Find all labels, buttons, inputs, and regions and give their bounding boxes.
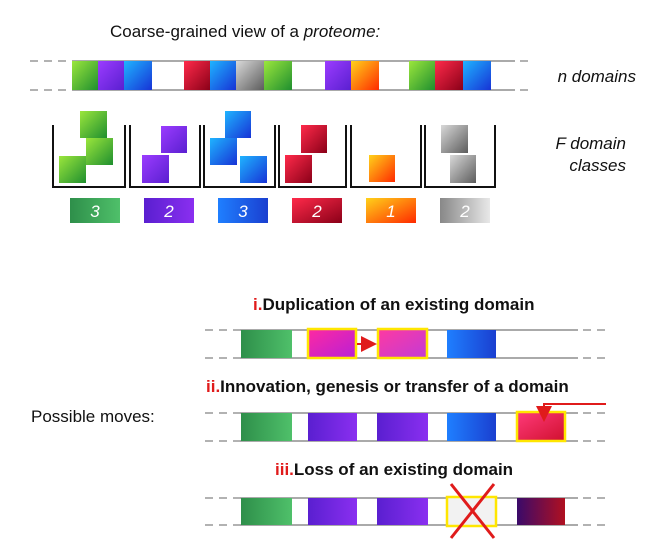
chain-domain-crimson — [184, 61, 210, 90]
chain-domain-orange — [351, 61, 379, 90]
inn-domain-violet — [308, 413, 357, 441]
domain-class-bins — [52, 125, 496, 188]
inn-domain-violet — [377, 413, 428, 441]
move-title-innovation: ii.Innovation, genesis or transfer of a … — [206, 377, 569, 397]
count-box-green — [70, 198, 120, 223]
chain-domain-blue — [124, 61, 152, 90]
dup-domain-copy — [376, 327, 429, 360]
title-prefix: Coarse-grained view of a — [110, 22, 304, 41]
bin-green — [52, 125, 126, 188]
bin-violet-domain — [142, 155, 169, 183]
bin-green-domain — [86, 138, 113, 165]
count-label-blue: 3 — [238, 202, 248, 221]
chain-domain-gray — [236, 61, 264, 90]
move-loss-chain — [205, 483, 605, 539]
inn-domain-blue — [447, 413, 496, 441]
title-italic: proteome: — [303, 22, 381, 41]
move-number: ii. — [206, 377, 221, 396]
bin-green-domain — [59, 156, 86, 183]
count-label-crimson: 2 — [311, 202, 322, 221]
count-box-blue — [218, 198, 268, 223]
bin-gray-domain — [450, 155, 476, 183]
chain-domain-blue — [210, 61, 236, 90]
count-box-violet — [144, 198, 194, 223]
loss-domain-violet — [377, 498, 428, 525]
bin-blue — [203, 125, 276, 188]
move-text: Duplication of an existing domain — [262, 295, 535, 314]
dup-domain-blue — [447, 330, 496, 358]
bin-orange-domain — [369, 155, 395, 182]
count-label-gray: 2 — [459, 202, 470, 221]
bin-violet-domain — [161, 126, 187, 153]
dup-domain-green — [241, 330, 292, 358]
possible-moves-label: Possible moves: — [31, 407, 155, 426]
page-title: Coarse-grained view of a proteome: — [110, 22, 380, 42]
move-duplication-chain — [205, 327, 605, 360]
move-title-duplication: i.Duplication of an existing domain — [253, 295, 534, 315]
chain-domain-green — [264, 61, 292, 90]
bin-violet — [129, 125, 201, 188]
f-domain-label-line1: F domain — [555, 134, 626, 153]
bin-crimson-domain — [285, 155, 312, 183]
n-domains-label: n domains — [557, 67, 636, 86]
count-label-green: 3 — [90, 202, 100, 221]
transfer-arrow-icon — [536, 403, 606, 422]
move-text: Innovation, genesis or transfer of a dom… — [220, 377, 569, 396]
bin-gray-domain — [441, 125, 468, 153]
chain-domain-violet — [98, 61, 124, 90]
bin-crimson — [278, 125, 347, 188]
f-domain-label-line2: classes — [569, 156, 626, 175]
bin-blue-domain — [210, 138, 237, 165]
dup-domain-original — [306, 327, 358, 360]
cross-icon — [449, 483, 496, 539]
chain-domain-green — [409, 61, 435, 90]
move-number: iii. — [275, 460, 294, 479]
count-label-violet: 2 — [163, 202, 174, 221]
count-label-orange: 1 — [386, 202, 395, 221]
move-innovation-chain — [205, 403, 606, 443]
bin-contents — [59, 111, 476, 183]
loss-domain-darkred — [517, 498, 565, 525]
bin-gray — [424, 125, 496, 188]
bin-green-domain — [80, 111, 107, 138]
bin-orange — [350, 125, 422, 188]
bin-blue-domain — [240, 156, 267, 183]
bin-crimson-domain — [301, 125, 327, 153]
move-title-loss: iii.Loss of an existing domain — [275, 460, 513, 480]
class-count-boxes: 3 2 3 2 1 2 — [70, 198, 490, 223]
count-box-gray — [440, 198, 490, 223]
f-domain-classes-label: F domain classes — [520, 133, 626, 177]
bin-blue-domain — [225, 111, 251, 138]
inn-domain-new — [515, 410, 567, 443]
chain-domain-crimson — [435, 61, 463, 90]
chain-domain-violet — [325, 61, 351, 90]
count-box-crimson — [292, 198, 342, 223]
inn-domain-green — [241, 413, 292, 441]
proteome-chain — [30, 60, 530, 91]
chain-domain-green — [72, 61, 98, 90]
count-box-orange — [366, 198, 416, 223]
move-number: i. — [253, 295, 263, 314]
loss-domain-green — [241, 498, 292, 525]
loss-domain-violet — [308, 498, 357, 525]
move-text: Loss of an existing domain — [293, 460, 514, 479]
chain-domain-blue — [463, 61, 491, 90]
